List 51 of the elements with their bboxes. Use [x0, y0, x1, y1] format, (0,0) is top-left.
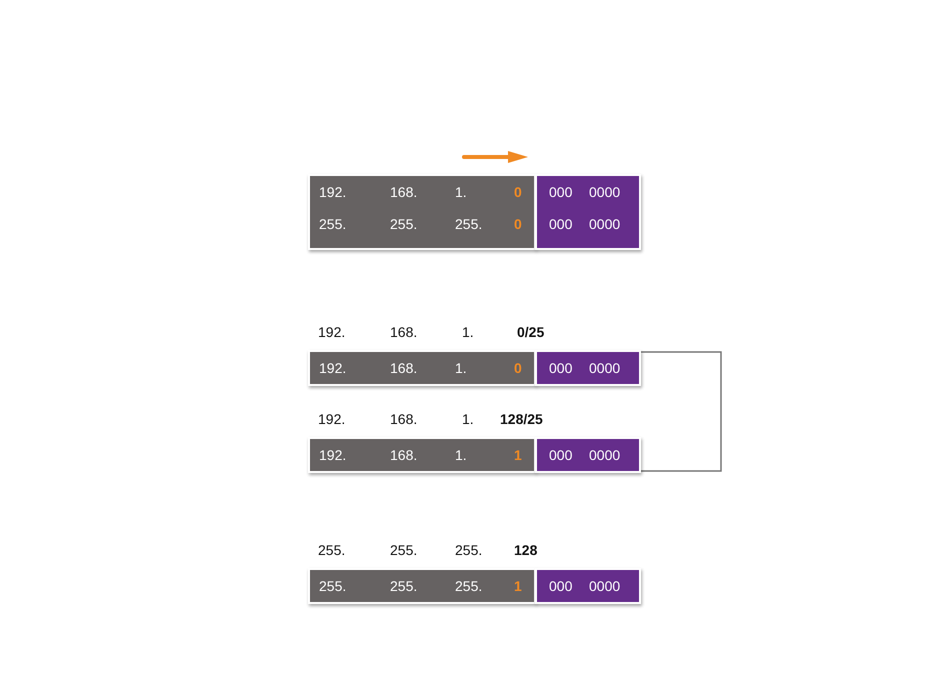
octet-value: 192. [319, 184, 346, 200]
octet-value: 255. [319, 216, 346, 232]
network-bits-box [308, 174, 536, 250]
host-bits-value: 0000 [589, 447, 620, 463]
host-bits-box [535, 568, 641, 604]
octet-label: 168. [390, 411, 418, 427]
subnet-bit-value: 0 [514, 216, 522, 232]
host-bits-box [535, 350, 641, 386]
host-bits-box [535, 174, 641, 250]
octet-value: 192. [319, 447, 346, 463]
octet-value: 1. [455, 184, 467, 200]
octet-value: 255. [455, 216, 482, 232]
subnet-bit-value: 1 [514, 447, 522, 463]
octet-label: 192. [318, 411, 346, 427]
octet-value: 255. [319, 578, 346, 594]
octet-value: 168. [390, 184, 418, 200]
subnet-bit-value: 0 [514, 184, 522, 200]
octet-label: 1. [462, 411, 474, 427]
prefix-label: 0/25 [517, 324, 544, 340]
octet-label: 255. [390, 542, 418, 558]
prefix-label: 128/25 [500, 411, 543, 427]
octet-value: 168. [390, 360, 418, 376]
octet-value: 1. [455, 447, 467, 463]
octet-value: 255. [390, 578, 418, 594]
subnet-bit-value: 1 [514, 578, 522, 594]
prefix-label: 128 [514, 542, 538, 558]
octet-label: 1. [462, 324, 474, 340]
network-bits-box [308, 437, 536, 473]
host-bits-value: 000 [549, 184, 572, 200]
octet-label: 255. [318, 542, 346, 558]
octet-value: 168. [390, 447, 418, 463]
octet-value: 1. [455, 360, 467, 376]
host-bits-value: 0000 [589, 216, 620, 232]
host-bits-value: 0000 [589, 184, 620, 200]
host-bits-box [535, 437, 641, 473]
octet-value: 192. [319, 360, 346, 376]
bracket-line [641, 351, 722, 472]
octet-label: 168. [390, 324, 418, 340]
host-bits-value: 000 [549, 447, 572, 463]
subnet-bit-value: 0 [514, 360, 522, 376]
network-bits-box [308, 350, 536, 386]
host-bits-value: 000 [549, 578, 572, 594]
octet-value: 255. [390, 216, 418, 232]
host-bits-value: 0000 [589, 578, 620, 594]
octet-label: 192. [318, 324, 346, 340]
network-bits-box [308, 568, 536, 604]
octet-value: 255. [455, 578, 482, 594]
octet-label: 255. [455, 542, 482, 558]
host-bits-value: 0000 [589, 360, 620, 376]
host-bits-value: 000 [549, 360, 572, 376]
host-bits-value: 000 [549, 216, 572, 232]
